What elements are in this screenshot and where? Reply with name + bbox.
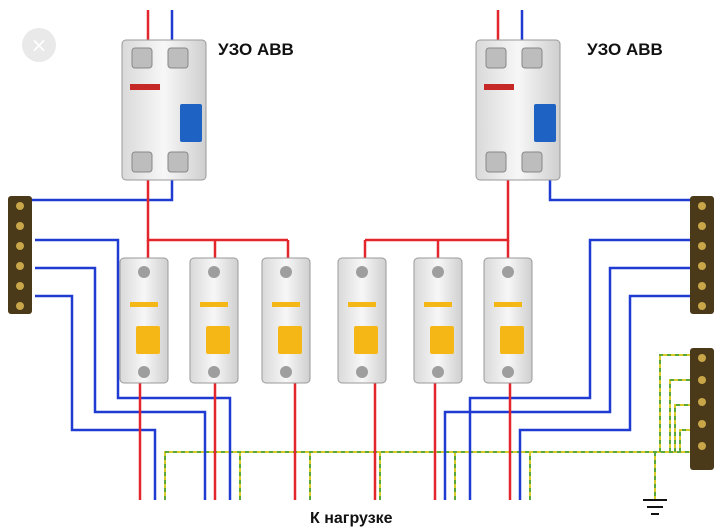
rcd-right [475,39,561,181]
breaker-1 [119,257,169,384]
close-button[interactable]: × [22,28,56,62]
breaker-5 [413,257,463,384]
breaker-4 [337,257,387,384]
breaker-3 [261,257,311,384]
breaker-2 [189,257,239,384]
earth-busbar [690,348,714,470]
rcd-left [121,39,207,181]
earth-wires [164,354,690,500]
phase-wires [138,10,512,500]
rcd-right-label: УЗО ABB [587,40,663,59]
rcd-left-label: УЗО ABB [218,40,294,59]
breaker-6 [483,257,533,384]
neutral-wires [30,10,700,500]
neutral-busbar-right [690,196,714,314]
ground-icon [643,499,667,515]
close-icon: × [30,33,48,57]
neutral-busbar-left [8,196,32,314]
load-label: К нагрузке [310,510,393,527]
